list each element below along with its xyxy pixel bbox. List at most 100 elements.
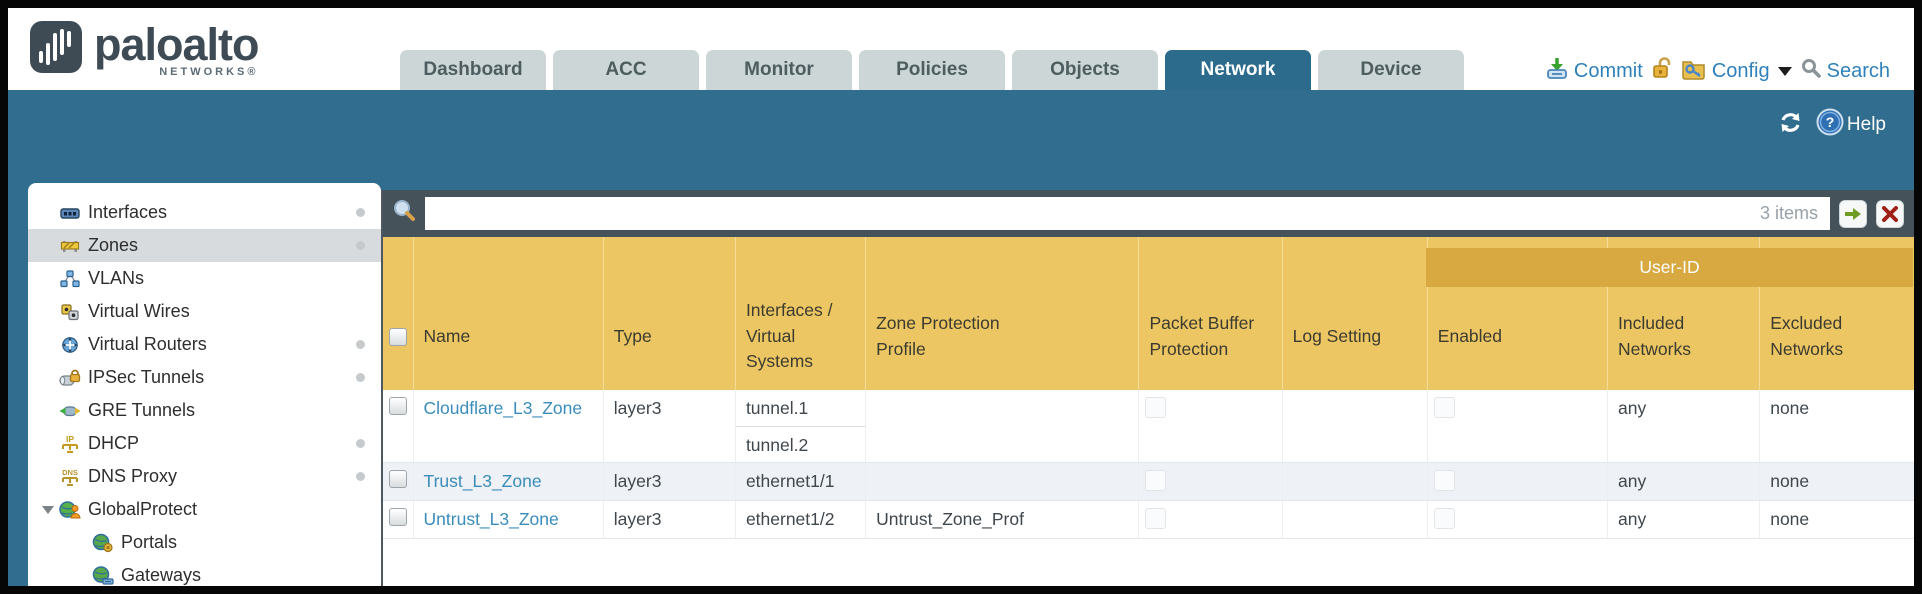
row-select-cell	[383, 390, 414, 463]
tab-device[interactable]: Device	[1318, 50, 1464, 90]
tab-network[interactable]: Network	[1165, 50, 1311, 90]
commit-button[interactable]: Commit	[1545, 56, 1643, 86]
zone-name-cell: Untrust_L3_Zone	[413, 500, 604, 539]
select-all-checkbox[interactable]	[389, 327, 407, 346]
zone-name-cell: Cloudflare_L3_Zone	[413, 390, 604, 463]
top-actions: Commit Config	[1545, 56, 1890, 86]
clear-filter-button[interactable]	[1876, 199, 1904, 228]
sidebar-item-label: IPSec Tunnels	[88, 367, 205, 387]
column-header-packet-buffer-protection[interactable]: Packet Buffer Protection	[1138, 237, 1283, 390]
zone-protection-profile-cell: Untrust_Zone_Prof	[865, 500, 1140, 539]
user-id-enabled-checkbox[interactable]	[1433, 397, 1455, 418]
packet-buffer-protection-checkbox[interactable]	[1145, 470, 1167, 491]
packet-buffer-protection-cell	[1138, 500, 1283, 539]
zone-name-link[interactable]: Trust_L3_Zone	[423, 471, 542, 491]
band-actions: ? Help	[1777, 108, 1886, 142]
column-header-log-setting[interactable]: Log Setting	[1282, 237, 1428, 390]
tab-objects[interactable]: Objects	[1012, 50, 1158, 90]
row-select-cell	[383, 462, 414, 501]
user-id-enabled-checkbox[interactable]	[1433, 470, 1455, 491]
sidebar-item-gateways[interactable]: Gateways	[28, 559, 381, 586]
status-dot	[356, 373, 365, 382]
apply-filter-button[interactable]	[1839, 199, 1867, 228]
tab-policies[interactable]: Policies	[859, 50, 1005, 90]
search-icon	[1800, 57, 1822, 85]
packet-buffer-protection-checkbox[interactable]	[1145, 508, 1167, 529]
help-button[interactable]: ? Help	[1816, 108, 1886, 142]
sidebar-item-label: Virtual Wires	[88, 301, 190, 321]
status-dot	[356, 208, 365, 217]
interface-entry: ethernet1/1	[745, 471, 835, 491]
ipsec-tunnels-icon	[59, 368, 81, 388]
included-networks-cell: any	[1607, 390, 1761, 463]
row-checkbox[interactable]	[389, 397, 407, 415]
refresh-icon[interactable]	[1777, 109, 1804, 142]
excluded-networks-cell: none	[1759, 500, 1914, 539]
global-search-button[interactable]: Search	[1800, 57, 1890, 85]
sidebar-item-globalprotect[interactable]: GlobalProtect	[28, 493, 381, 526]
sidebar-item-label: Portals	[121, 532, 178, 552]
interface-entry: tunnel.1	[745, 398, 809, 418]
column-header-zone-protection-profile[interactable]: Zone Protection Profile	[865, 237, 1140, 390]
row-checkbox[interactable]	[389, 508, 407, 526]
row-checkbox[interactable]	[389, 470, 407, 488]
main-panel: 3 items	[381, 190, 1914, 586]
lock-icon[interactable]	[1651, 56, 1673, 86]
portals-icon	[92, 533, 114, 553]
packet-buffer-protection-checkbox[interactable]	[1145, 397, 1167, 418]
gre-tunnels-icon	[59, 401, 81, 421]
sidebar-item-virtual-wires[interactable]: Virtual Wires	[28, 295, 381, 328]
sidebar-item-label: Gateways	[121, 565, 202, 585]
zone-protection-profile-cell	[865, 390, 1140, 463]
paloalto-logo: paloalto NETWORKS®	[28, 19, 260, 80]
column-header-interfaces-virtual-systems[interactable]: Interfaces / Virtual Systems	[735, 237, 867, 390]
help-icon: ?	[1816, 108, 1844, 142]
sidebar-item-portals[interactable]: Portals	[28, 526, 381, 559]
sidebar-item-zones[interactable]: Zones	[28, 229, 381, 262]
sidebar-item-gre-tunnels[interactable]: GRE Tunnels	[28, 394, 381, 427]
user-id-enabled-cell	[1427, 462, 1609, 501]
column-header-type[interactable]: Type	[603, 237, 736, 390]
expander-icon[interactable]	[42, 505, 54, 514]
commit-label: Commit	[1573, 59, 1643, 82]
sidebar-item-label: Zones	[88, 235, 139, 255]
config-menu-button[interactable]: Config	[1681, 56, 1792, 86]
interfaces-cell: ethernet1/1	[735, 462, 867, 501]
tab-dashboard[interactable]: Dashboard	[400, 50, 546, 90]
column-header-name[interactable]: Name	[413, 237, 604, 390]
zone-name-link[interactable]: Cloudflare_L3_Zone	[423, 398, 583, 418]
interfaces-cell: ethernet1/2	[735, 500, 867, 539]
virtual-routers-icon	[59, 335, 81, 355]
config-icon	[1681, 56, 1707, 86]
gateways-icon	[92, 565, 114, 586]
zone-name-link[interactable]: Untrust_L3_Zone	[423, 509, 559, 529]
sidebar-item-vlans[interactable]: VLANs	[28, 262, 381, 295]
sidebar-item-interfaces[interactable]: Interfaces	[28, 196, 381, 229]
sidebar-item-virtual-routers[interactable]: Virtual Routers	[28, 328, 381, 361]
tab-acc[interactable]: ACC	[553, 50, 699, 90]
log-setting-cell	[1282, 500, 1428, 539]
excluded-networks-cell: none	[1759, 462, 1914, 501]
excluded-networks-cell: none	[1759, 390, 1914, 463]
user-id-enabled-checkbox[interactable]	[1433, 508, 1455, 529]
zone-type-cell: layer3	[603, 390, 736, 463]
globalprotect-icon	[59, 500, 81, 520]
status-dot	[356, 472, 365, 481]
sidebar-item-ipsec-tunnels[interactable]: IPSec Tunnels	[28, 361, 381, 394]
interfaces-icon	[59, 203, 81, 223]
user-id-enabled-cell	[1427, 390, 1609, 463]
tab-monitor[interactable]: Monitor	[706, 50, 852, 90]
filter-input[interactable]	[425, 197, 1830, 230]
user-id-group-header: User-ID	[1426, 248, 1913, 287]
user-id-enabled-cell	[1427, 500, 1609, 539]
